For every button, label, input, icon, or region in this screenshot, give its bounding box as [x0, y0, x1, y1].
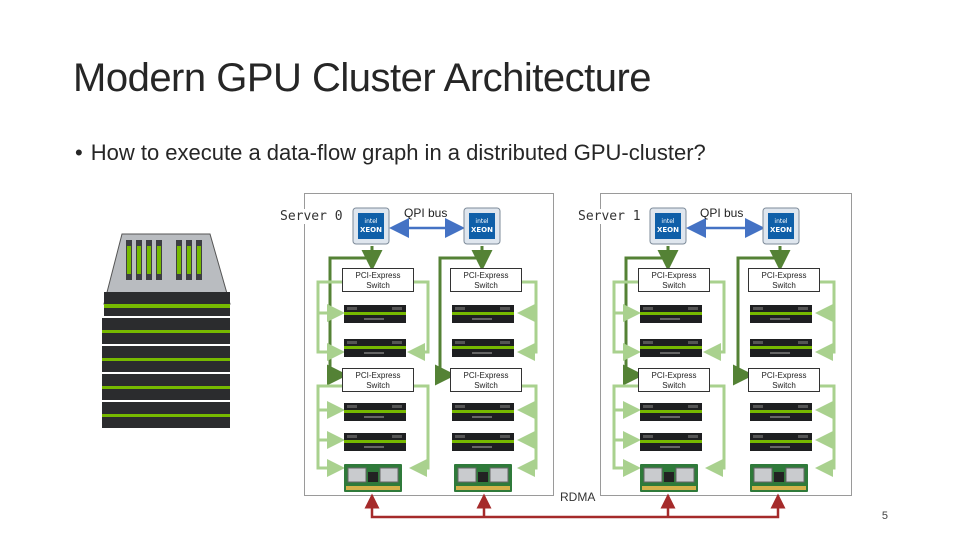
switch-line1: PCI-Express	[761, 271, 807, 280]
network-card-icon	[454, 464, 512, 492]
gpu-server-rack-image	[102, 233, 231, 428]
qpi-bus-label-server-0: QPI bus	[404, 206, 448, 220]
gpu-card-icon	[452, 305, 514, 323]
gpu-card-icon	[344, 339, 406, 357]
cpu-chip-icon: intel XEON	[463, 207, 501, 245]
switch-line1: PCI-Express	[761, 371, 807, 380]
switch-line2: Switch	[772, 281, 796, 290]
switch-line1: PCI-Express	[651, 271, 697, 280]
rdma-label: RDMA	[558, 490, 598, 504]
cpu-model: XEON	[360, 226, 382, 234]
network-card-icon	[640, 464, 698, 492]
server-0-label: Server 0	[280, 209, 343, 224]
cpu-chip-icon: intel XEON	[352, 207, 390, 245]
gpu-card-icon	[750, 403, 812, 421]
switch-line2: Switch	[662, 281, 686, 290]
switch-line2: Switch	[366, 381, 390, 390]
network-card-icon	[750, 464, 808, 492]
switch-line1: PCI-Express	[651, 371, 697, 380]
gpu-card-icon	[750, 339, 812, 357]
cpu-brand: intel	[661, 218, 675, 225]
gpu-card-icon	[452, 339, 514, 357]
bullet-dot-icon: •	[75, 140, 83, 165]
cpu-chip-icon: intel XEON	[762, 207, 800, 245]
gpu-card-icon	[640, 339, 702, 357]
switch-line2: Switch	[366, 281, 390, 290]
gpu-card-icon	[344, 403, 406, 421]
gpu-card-icon	[640, 305, 702, 323]
page-number: 5	[881, 510, 888, 522]
bullet-point: • How to execute a data-flow graph in a d…	[75, 140, 706, 166]
qpi-bus-label-server-1: QPI bus	[700, 206, 744, 220]
gpu-card-icon	[344, 433, 406, 451]
switch-line1: PCI-Express	[463, 371, 509, 380]
gpu-card-icon	[452, 403, 514, 421]
switch-line2: Switch	[772, 381, 796, 390]
gpu-card-icon	[452, 433, 514, 451]
switch-line2: Switch	[662, 381, 686, 390]
cpu-model: XEON	[770, 226, 792, 234]
gpu-card-icon	[750, 305, 812, 323]
gpu-card-icon	[640, 403, 702, 421]
switch-line2: Switch	[474, 281, 498, 290]
cpu-brand: intel	[475, 218, 489, 225]
cpu-model: XEON	[657, 226, 679, 234]
switch-line1: PCI-Express	[355, 271, 401, 280]
cpu-model: XEON	[471, 226, 493, 234]
bullet-text: How to execute a data-flow graph in a di…	[90, 140, 706, 165]
server-1-label: Server 1	[578, 209, 641, 224]
switch-line2: Switch	[474, 381, 498, 390]
gpu-card-icon	[344, 305, 406, 323]
cpu-chip-icon: intel XEON	[649, 207, 687, 245]
switch-line1: PCI-Express	[355, 371, 401, 380]
network-card-icon	[344, 464, 402, 492]
cpu-brand: intel	[364, 218, 378, 225]
cpu-brand: intel	[774, 218, 788, 225]
gpu-card-icon	[750, 433, 812, 451]
gpu-card-icon	[640, 433, 702, 451]
slide-title: Modern GPU Cluster Architecture	[73, 56, 652, 100]
switch-line1: PCI-Express	[463, 271, 509, 280]
